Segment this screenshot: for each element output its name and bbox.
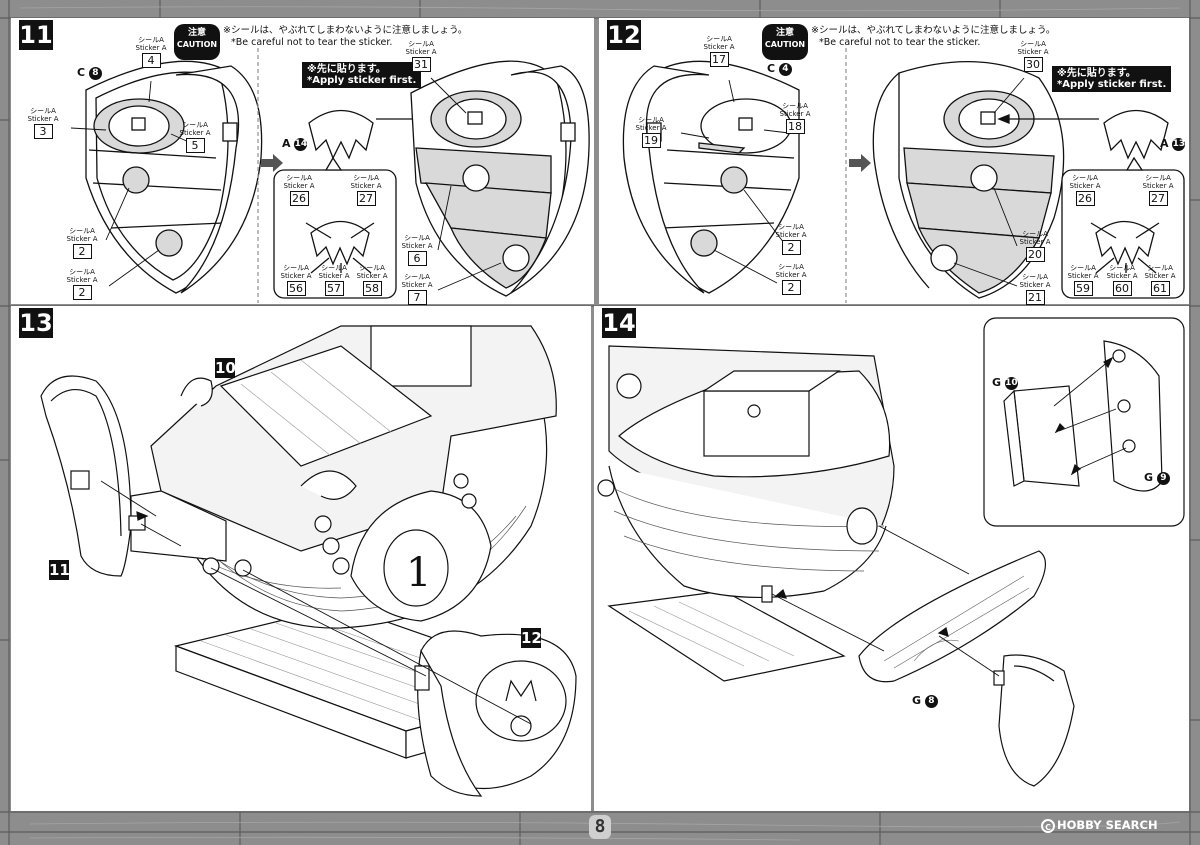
part-number-circle: 9: [1156, 471, 1170, 485]
step-number-14: 14: [602, 308, 636, 338]
caution-badge: 注意 CAUTION: [762, 24, 808, 60]
caution-note-jp: ※シールは、やぶれてしまわないように注意しましょう。: [223, 25, 468, 36]
ref-part-12: 12: [521, 628, 542, 648]
apply-first-en: *Apply sticker first.: [1057, 79, 1167, 90]
copyright-icon: C: [1041, 818, 1055, 833]
apply-first-note: ※先に貼ります。*Apply sticker first.: [1052, 66, 1172, 92]
part-letter: C: [77, 66, 86, 79]
step-11-panel: 11 注意 CAUTION ※シールは、やぶれてしまわないように注意しましょう。…: [11, 18, 594, 305]
caution-en: CAUTION: [764, 40, 806, 49]
part-label-g8: G 8: [912, 694, 938, 708]
caution-jp: 注意: [775, 28, 794, 38]
ref-part-10: 10: [215, 358, 236, 378]
step-number-13: 13: [19, 308, 53, 338]
ref-part-11: 11: [49, 560, 70, 580]
step-number-12: 12: [607, 20, 641, 50]
step-13-illustration: 1: [40, 325, 577, 797]
apply-first-note: ※先に貼ります。*Apply sticker first.: [302, 62, 422, 88]
step-11-illustration: [70, 48, 590, 303]
part-label-a14: A 14: [282, 137, 308, 151]
part-number-circle: 10: [1004, 376, 1018, 390]
page-number: 8: [589, 815, 611, 839]
part-label-g10: G 10: [992, 376, 1018, 390]
part-label-c4: C 4: [767, 62, 792, 76]
apply-first-en: *Apply sticker first.: [307, 75, 417, 86]
svg-text:1: 1: [406, 550, 431, 596]
step-12-panel: 12 注意 CAUTION ※シールは、やぶれてしまわないように注意しましょう。…: [599, 18, 1189, 305]
part-label-a13: A 13: [1160, 137, 1186, 151]
part-number-circle: 13: [1172, 137, 1186, 151]
step-14-panel: 14 G 10 G 9 G 8: [594, 306, 1189, 811]
part-number-circle: 14: [294, 137, 308, 151]
caution-jp: 注意: [187, 28, 206, 38]
caution-en: CAUTION: [176, 40, 218, 49]
part-letter: A: [282, 137, 291, 150]
step-14-illustration: [597, 317, 1185, 787]
part-number-circle: 8: [924, 694, 938, 708]
caution-note-en: *Be careful not to tear the sticker.: [819, 37, 981, 48]
step-number-11: 11: [19, 20, 53, 50]
part-label-g9: G 9: [1144, 471, 1170, 485]
caution-note-jp: ※シールは、やぶれてしまわないように注意しましょう。: [811, 25, 1056, 36]
step-12-illustration: [622, 48, 1185, 303]
part-label-c8: C 8: [77, 66, 102, 80]
watermark-text: HOBBY SEARCH: [1057, 818, 1158, 832]
caution-badge: 注意 CAUTION: [174, 24, 220, 60]
apply-first-jp: ※先に貼ります。: [1057, 68, 1136, 79]
step-13-panel: 1: [11, 306, 591, 811]
part-number-circle: 4: [778, 62, 792, 76]
part-number-circle: 8: [88, 66, 102, 80]
part-letter: C: [767, 62, 776, 75]
part-letter: A: [1160, 137, 1169, 150]
caution-note-en: *Be careful not to tear the sticker.: [231, 37, 393, 48]
apply-first-jp: ※先に貼ります。: [307, 64, 386, 75]
